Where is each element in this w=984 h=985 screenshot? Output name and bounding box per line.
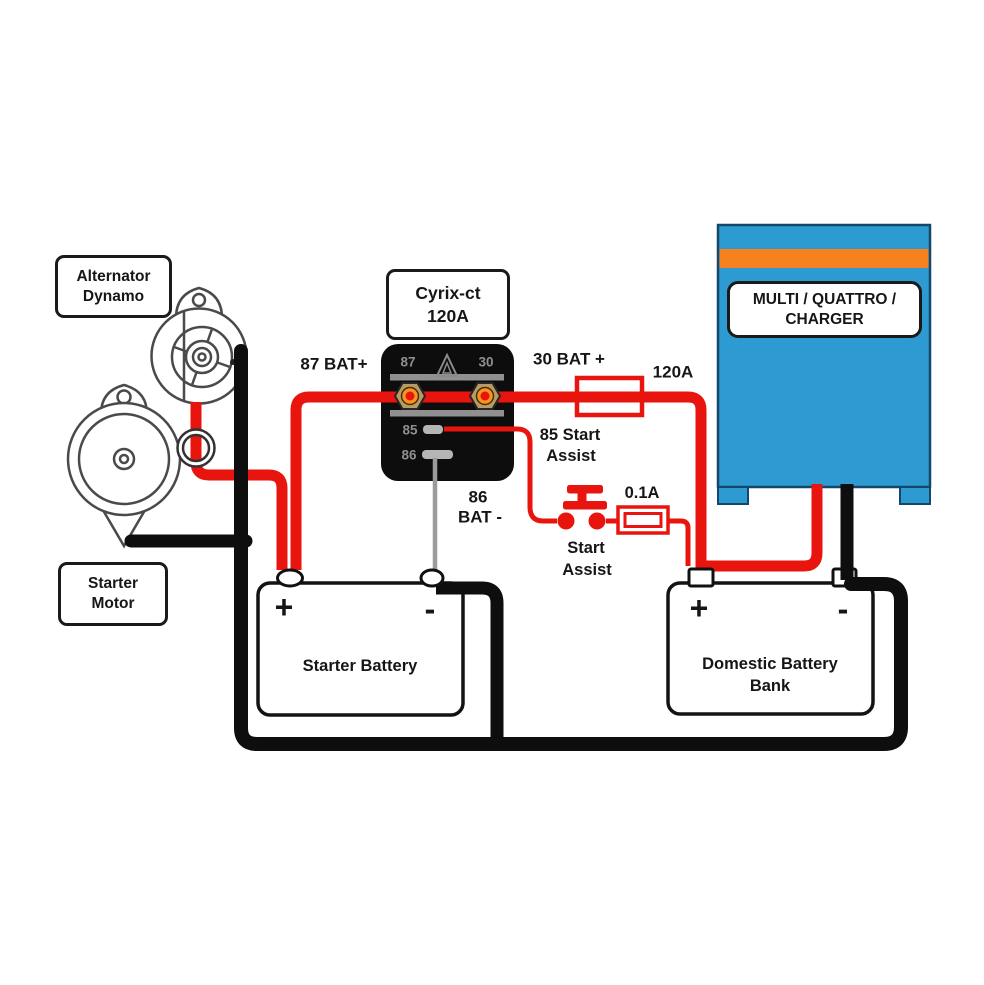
assist-fuse-icon bbox=[616, 505, 670, 535]
domestic-battery-name-line2: Bank bbox=[749, 676, 791, 695]
alternator-label-line1: Alternator bbox=[76, 267, 151, 285]
alternator-label-line2: Dynamo bbox=[82, 287, 145, 305]
cyrix-label-line1: Cyrix-ct bbox=[415, 282, 481, 303]
alternator-label-box: Alternator Dynamo bbox=[55, 255, 172, 318]
relay-logo-triangle-icon bbox=[435, 352, 459, 377]
switch-label-line1: Start bbox=[567, 538, 605, 557]
alternator-icon bbox=[150, 286, 248, 405]
domestic-battery-positive-terminal bbox=[687, 567, 715, 588]
cyrix-label-line2: 120A bbox=[427, 305, 469, 326]
starter-battery-plus-sign: + bbox=[274, 589, 294, 625]
wire-starter-negative-to-ground bbox=[436, 581, 504, 744]
multi-label-line1: MULTI / QUATTRO / bbox=[752, 290, 897, 308]
wire-label-86-line1: 86 bbox=[468, 487, 488, 507]
domestic-battery-minus-sign: - bbox=[837, 591, 849, 627]
wire-label-main-fuse-rating: 120A bbox=[652, 362, 694, 382]
wire-ground-main bbox=[234, 344, 908, 751]
starter-motor-label-box: Starter Motor bbox=[58, 562, 168, 626]
relay-terminal-85-stub bbox=[423, 425, 443, 434]
wire-label-85-start-assist-line2: Assist bbox=[546, 446, 596, 465]
multi-orange-stripe bbox=[719, 249, 929, 268]
wire-multi-to-domestic-positive bbox=[701, 484, 823, 572]
starter-battery-name: Starter Battery bbox=[302, 656, 418, 675]
multi-left-foot bbox=[717, 486, 749, 505]
main-fuse-icon bbox=[574, 375, 645, 418]
starter-battery-positive-terminal bbox=[276, 568, 304, 588]
starter-motor-label-line1: Starter bbox=[88, 575, 138, 592]
multi-label-line2: CHARGER bbox=[785, 310, 864, 328]
wire-label-30-bat-plus: 30 BAT + bbox=[533, 349, 605, 369]
relay-pin-30-label: 30 bbox=[478, 354, 494, 370]
wire-85-to-switch bbox=[444, 426, 557, 524]
switch-label-line2: Assist bbox=[562, 560, 612, 579]
wire-label-87-bat-plus: 87 BAT+ bbox=[300, 354, 368, 374]
ring-terminal-icon bbox=[176, 428, 216, 468]
wire-fuse-to-domestic-positive bbox=[668, 518, 691, 566]
relay-pin-85-label: 85 bbox=[402, 422, 418, 438]
relay-terminal-86-stub bbox=[422, 450, 453, 459]
relay-terminal-30 bbox=[468, 382, 502, 410]
wire-label-86-line2: BAT - bbox=[457, 507, 503, 527]
multi-quattro-charger-unit bbox=[716, 223, 932, 505]
wire-label-85-start-assist-line1: 85 Start bbox=[539, 425, 601, 444]
domestic-battery-plus-sign: + bbox=[689, 590, 709, 626]
domestic-battery-name-line1: Domestic Battery bbox=[702, 654, 838, 673]
domestic-battery-box bbox=[666, 581, 875, 716]
starter-battery-box bbox=[256, 581, 465, 717]
relay-pin-86-label: 86 bbox=[401, 447, 417, 463]
starter-motor-icon bbox=[66, 383, 182, 549]
wire-label-assist-fuse-rating: 0.1A bbox=[624, 483, 660, 502]
starter-battery-minus-sign: - bbox=[424, 591, 436, 627]
multi-right-foot bbox=[899, 486, 931, 505]
cyrix-relay-body bbox=[381, 344, 514, 481]
starter-battery-negative-terminal bbox=[419, 568, 445, 588]
cyrix-label-box: Cyrix-ct 120A bbox=[386, 269, 510, 340]
relay-pin-87-label: 87 bbox=[400, 354, 416, 370]
starter-motor-label-line2: Motor bbox=[91, 595, 135, 612]
multi-label-box: MULTI / QUATTRO / CHARGER bbox=[727, 281, 922, 338]
relay-terminal-87 bbox=[393, 382, 427, 410]
start-assist-switch-icon bbox=[557, 485, 607, 530]
